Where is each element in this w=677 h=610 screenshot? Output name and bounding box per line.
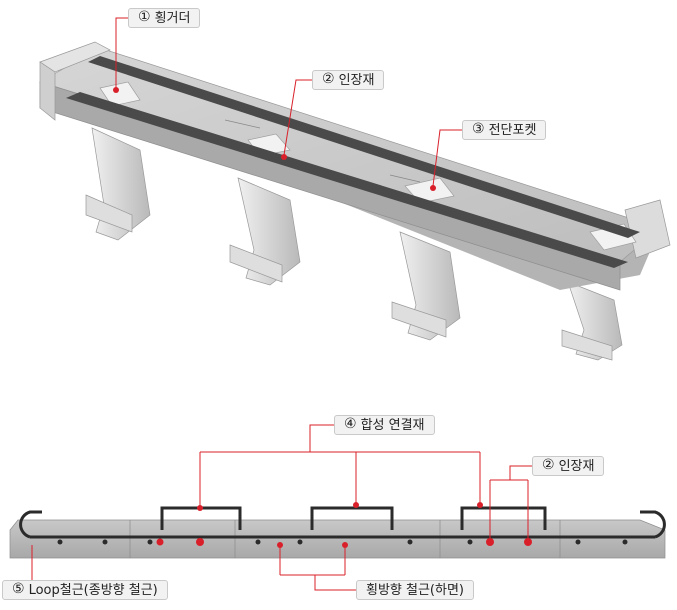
tendon-strip-2 — [66, 92, 628, 268]
label-crossbeam-number: ① — [138, 9, 151, 25]
bridge-deck — [39, 41, 671, 291]
tendon-strip-1 — [88, 56, 640, 238]
pier-1 — [85, 127, 151, 241]
connector-2 — [310, 506, 394, 530]
loop-rebar-right — [640, 510, 666, 539]
label-transverse-rebar: 횡방향 철근(하면) — [356, 580, 474, 600]
label-crossbeam-text: 횡거더 — [154, 11, 191, 26]
deck-section — [9, 506, 666, 559]
label-composite-connector-text: 합성 연결재 — [360, 418, 425, 433]
label-loop-rebar-text: Loop철근(종방향 철근) — [28, 583, 158, 598]
pocket-1 — [99, 81, 141, 107]
pier-4 — [561, 281, 623, 361]
label-transverse-rebar-text: 횡방향 철근(하면) — [366, 583, 464, 598]
label-tendon-top-text: 인장재 — [338, 73, 375, 88]
label-shear-pocket-text: 전단포켓 — [488, 123, 537, 138]
label-shear-pocket-number: ③ — [472, 121, 485, 137]
pier-3 — [391, 231, 461, 341]
loop-rebar-left — [19, 510, 42, 539]
pier-2 — [229, 177, 301, 286]
label-loop-rebar-number: ⑤ — [12, 581, 25, 597]
connector-3 — [460, 506, 547, 530]
label-tendon-bottom-text: 인장재 — [558, 459, 595, 474]
label-composite-connector-number: ④ — [344, 416, 357, 432]
label-tendon-bottom-number: ② — [542, 457, 555, 473]
label-tendon-top-number: ② — [322, 71, 335, 87]
leader-dots — [113, 87, 483, 511]
